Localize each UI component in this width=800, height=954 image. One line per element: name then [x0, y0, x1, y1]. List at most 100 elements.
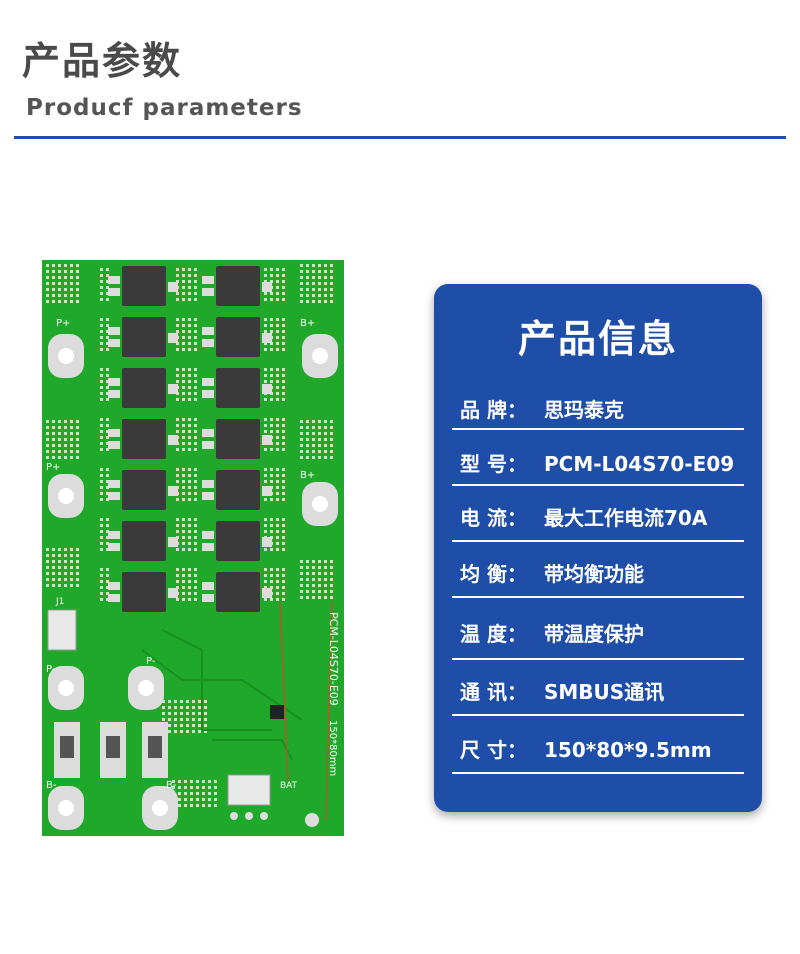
via-dot [70, 554, 73, 557]
mosfet-lead [108, 390, 120, 398]
ic-chip [270, 705, 284, 719]
via-dot [100, 392, 103, 395]
via-dot [76, 456, 79, 459]
via-dot [64, 264, 67, 267]
via-dot [300, 456, 303, 459]
via-dot [196, 786, 199, 789]
via-dot [276, 448, 279, 451]
via-dot [162, 712, 165, 715]
via-dot [330, 276, 333, 279]
via-dot [176, 580, 179, 583]
via-dot [264, 292, 267, 295]
info-label: 品 牌： [460, 398, 527, 422]
via-dot [182, 568, 185, 571]
via-dot [58, 560, 61, 563]
via-dot [208, 780, 211, 783]
via-dot [318, 300, 321, 303]
info-label: 尺 寸： [460, 738, 527, 762]
info-label: 通 讯： [460, 680, 527, 704]
via-dot [264, 368, 267, 371]
via-dot [276, 474, 279, 477]
via-dot [194, 448, 197, 451]
via-dot [46, 426, 49, 429]
via-dot [330, 456, 333, 459]
via-dot [264, 468, 267, 471]
product-info-card: 产品信息 品 牌：思玛泰克 型 号：PCM-L04S70-E09 电 流：最大工… [434, 284, 762, 812]
via-dot [196, 798, 199, 801]
via-dot [318, 560, 321, 563]
via-dot [192, 706, 195, 709]
mosfet [216, 521, 260, 561]
mosfet-lead [108, 327, 120, 335]
via-dot [182, 348, 185, 351]
via-dot [198, 724, 201, 727]
via-dot [182, 486, 185, 489]
via-dot [318, 270, 321, 273]
via-dot [184, 792, 187, 795]
via-dot [162, 706, 165, 709]
via-dot [182, 318, 185, 321]
via-dot [330, 572, 333, 575]
via-dot [46, 276, 49, 279]
via-dot [276, 430, 279, 433]
via-dot [70, 578, 73, 581]
via-dot [312, 566, 315, 569]
via-dot [182, 536, 185, 539]
via-dot [324, 420, 327, 423]
via-dot [106, 424, 109, 427]
via-dot [282, 580, 285, 583]
via-dot [64, 276, 67, 279]
via-dot [46, 456, 49, 459]
via-dot [182, 592, 185, 595]
label-bplus-1: B+ [300, 318, 315, 329]
via-dot [282, 330, 285, 333]
via-dot [46, 566, 49, 569]
mosfet-lead [108, 441, 120, 449]
via-dot [318, 294, 321, 297]
via-dot [52, 560, 55, 563]
info-divider [452, 772, 744, 774]
via-dot [176, 574, 179, 577]
via-dot [276, 498, 279, 501]
thermistor-wire [279, 601, 333, 821]
via-dot [194, 280, 197, 283]
via-dot [188, 298, 191, 301]
via-dot [64, 456, 67, 459]
via-dot [70, 264, 73, 267]
via-dot [324, 584, 327, 587]
via-dot [318, 282, 321, 285]
via-dot [58, 566, 61, 569]
via-dot [192, 724, 195, 727]
info-row-brand: 品 牌：思玛泰克 [460, 394, 740, 423]
mosfet-tab [168, 537, 178, 547]
page-title-cn: 产品参数 [22, 39, 183, 83]
mosfet [122, 470, 166, 510]
via-dot [264, 480, 267, 483]
via-dot [176, 274, 179, 277]
mosfet-lead [108, 543, 120, 551]
via-dot [76, 426, 79, 429]
via-dot [312, 444, 315, 447]
mosfet-lead [202, 594, 214, 602]
via-dot [276, 418, 279, 421]
via-dot [76, 450, 79, 453]
via-dot [194, 330, 197, 333]
via-dot [100, 380, 103, 383]
via-dot [46, 420, 49, 423]
via-dot [182, 386, 185, 389]
via-dot [100, 280, 103, 283]
via-dot [270, 292, 273, 295]
via-dot [208, 798, 211, 801]
via-dot [76, 288, 79, 291]
via-dot [194, 430, 197, 433]
via-dot [330, 300, 333, 303]
via-dot [214, 792, 217, 795]
via-dot [270, 548, 273, 551]
via-dot [176, 374, 179, 377]
via-dot [264, 424, 267, 427]
via-dot [264, 274, 267, 277]
via-dot [100, 386, 103, 389]
via-dot [270, 324, 273, 327]
via-dot [276, 574, 279, 577]
label-pminus-1: P- [46, 664, 56, 675]
